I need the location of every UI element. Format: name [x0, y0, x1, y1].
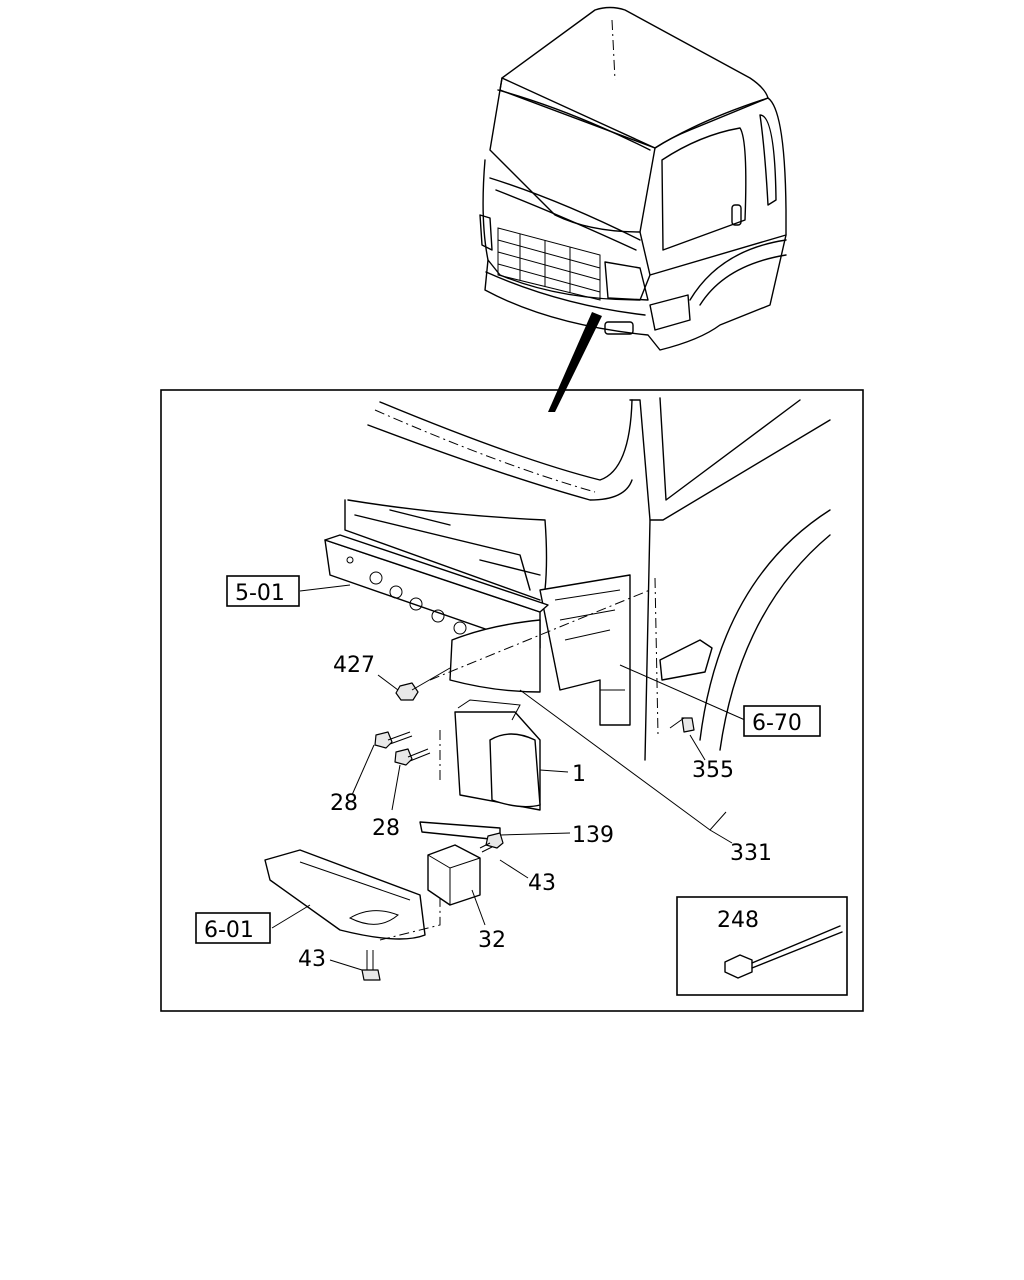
- bolt-43-upper: [479, 832, 504, 853]
- ref-label-6-01: 6-01: [204, 918, 254, 943]
- truck-cab-overview: [479, 6, 787, 412]
- part-label-248: 248: [717, 908, 759, 933]
- lamp-bracket: [427, 844, 481, 906]
- corner-lamp-lens: [429, 589, 651, 693]
- detail-frame: [160, 389, 864, 1012]
- bolt-427: [395, 667, 451, 701]
- lamp-assembly: [439, 699, 541, 811]
- ref-box-5-01: 5-01: [226, 575, 300, 607]
- part-label-43-upper: 43: [528, 871, 556, 896]
- part-label-1: 1: [572, 762, 586, 787]
- ref-box-6-01: 6-01: [195, 912, 271, 944]
- leader-lines: [271, 584, 761, 971]
- part-label-355: 355: [692, 758, 734, 783]
- part-label-331: 331: [730, 841, 772, 866]
- part-label-427: 427: [333, 653, 375, 678]
- ref-label-6-70: 6-70: [752, 711, 802, 736]
- inset-cable-clip: [676, 896, 848, 996]
- bolt-28-upper: [374, 731, 413, 749]
- screw-355: [669, 717, 695, 733]
- front-bumper-6-01: [264, 849, 441, 941]
- part-label-28-upper: 28: [330, 791, 358, 816]
- bolt-43-lower: [361, 950, 381, 981]
- part-label-28-lower: 28: [372, 816, 400, 841]
- ref-box-6-70: 6-70: [743, 705, 821, 737]
- ref-label-5-01: 5-01: [235, 581, 285, 606]
- bolt-28-lower: [394, 748, 431, 766]
- part-label-139: 139: [572, 823, 614, 848]
- part-label-32: 32: [478, 928, 506, 953]
- cab-panel-detail: [344, 397, 831, 761]
- part-label-43-lower: 43: [298, 947, 326, 972]
